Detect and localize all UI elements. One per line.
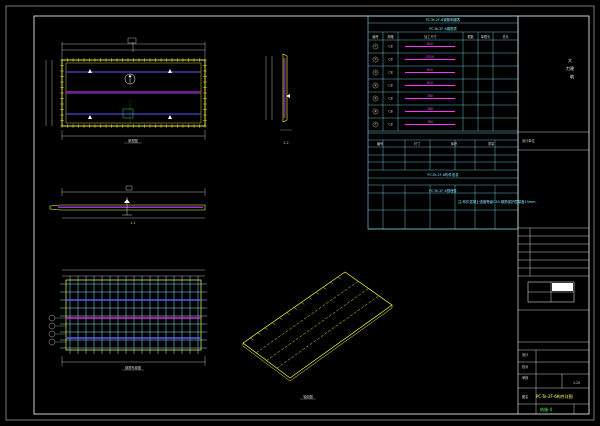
rebar-table-header: 总长 xyxy=(502,34,509,39)
rebar-callout-circle xyxy=(48,322,56,330)
drawing-name: PC-Te-2F-6构件详图 xyxy=(536,393,573,399)
rebar-table-header: 编号 xyxy=(372,34,378,39)
rebar-spec: C8 xyxy=(388,71,392,75)
section-2-2-title: 2-2 xyxy=(283,141,288,145)
svg-text:大: 大 xyxy=(568,57,572,63)
svg-text:校对: 校对 xyxy=(522,364,529,369)
isometric-view: 轴测图 xyxy=(242,271,393,400)
rebar-id: ③ xyxy=(374,71,377,75)
rebar-spec: C8 xyxy=(388,97,392,101)
svg-text:设计: 设计 xyxy=(522,352,529,357)
sheet-inner-border xyxy=(33,15,590,415)
concrete-table-header: 尺寸 xyxy=(414,141,421,146)
rebar-length: 780 xyxy=(427,94,433,98)
rebar-id-circle xyxy=(372,95,379,102)
iso-view-title: 轴测图 xyxy=(303,394,313,399)
rebar-id: ④ xyxy=(374,84,377,88)
title-block: 大 力建 筑 设计单位 设计 校对 审核 图名 1:20 PC-Te-2F-6构… xyxy=(517,16,589,414)
rebar-length: 810 xyxy=(427,68,433,72)
rebar-spec: C8 xyxy=(388,123,392,127)
section-1-1-view: 1-1 xyxy=(49,185,206,225)
rebar-id: ② xyxy=(374,58,377,62)
rebar-id-circle xyxy=(372,82,379,89)
plan-view-title: 俯视图 xyxy=(128,138,138,143)
rebar-table-header: 规格 xyxy=(387,34,394,39)
svg-text:审核: 审核 xyxy=(522,375,529,380)
lifting-point-marker xyxy=(168,115,172,119)
rebar-spec: C8 xyxy=(388,58,392,62)
rebar-plan-title: 钢筋布置图 xyxy=(125,365,141,370)
rebar-length: 810 xyxy=(427,42,433,46)
rebar-spec: C8 xyxy=(388,84,392,88)
notes-text: 注:构件混凝土强度等级C30,钢筋保护层厚度15mm, xyxy=(458,199,537,204)
rebar-callout-circle xyxy=(48,314,56,322)
lifting-point-marker xyxy=(88,69,92,73)
plan-view: 俯视图 xyxy=(45,37,207,144)
lifting-point-marker xyxy=(88,115,92,119)
rebar-id-circle xyxy=(372,56,379,63)
concrete-table-header: 编号 xyxy=(377,141,383,146)
svg-text:筑: 筑 xyxy=(570,73,574,79)
rebar-length: 780 xyxy=(427,107,433,111)
direction-arrow-icon xyxy=(124,73,136,85)
rebar-table-subtitle: PC-Te-2F-6钢筋表 xyxy=(429,26,457,31)
iso-rebar-line xyxy=(256,281,359,354)
rebar-id: ⑦ xyxy=(374,123,377,127)
slab-outline xyxy=(61,59,206,127)
svg-text:PC-Te-2F-6构件信息: PC-Te-2F-6构件信息 xyxy=(427,172,459,177)
rebar-table-header: 单根长 xyxy=(481,34,491,39)
rebar-table-header: 加工尺寸 xyxy=(424,34,438,39)
rebar-id: ⑥ xyxy=(374,110,377,114)
rebar-id-circle xyxy=(372,108,379,115)
rebar-length: 780 xyxy=(427,120,433,124)
svg-text:1:20: 1:20 xyxy=(573,381,580,385)
rebar-length: 2510 xyxy=(426,55,434,59)
svg-text:PC-Te-2F-6预埋件: PC-Te-2F-6预埋件 xyxy=(429,188,457,193)
rebar-spec: C8 xyxy=(388,45,392,49)
rebar-id-circle xyxy=(372,121,379,128)
rebar-id-circle xyxy=(372,43,379,50)
rebar-id: ① xyxy=(374,45,377,49)
lifting-point-marker xyxy=(168,69,172,73)
rebar-id: ⑤ xyxy=(374,97,377,101)
concrete-table-header: 体积 xyxy=(451,141,458,146)
rebar-callout-circle xyxy=(48,330,56,338)
svg-text:设计单位: 设计单位 xyxy=(522,138,536,143)
svg-text:图名: 图名 xyxy=(522,394,528,399)
rebar-layout-plan: 钢筋布置图 xyxy=(48,269,207,371)
rebar-length: 810 xyxy=(427,81,433,85)
svg-text:A: A xyxy=(288,94,291,98)
iso-rebar-line xyxy=(276,295,379,369)
sheet-number: 结施-4 xyxy=(540,406,552,412)
svg-text:PC-Te-2F-6钢筋明细表: PC-Te-2F-6钢筋明细表 xyxy=(426,17,461,22)
rebar-table-header: 根数 xyxy=(467,34,474,39)
rebar-spec: C8 xyxy=(388,110,392,114)
sheet-outer-border xyxy=(5,5,595,421)
svg-text:力建: 力建 xyxy=(566,65,574,71)
concrete-table-header: 重量 xyxy=(488,141,495,146)
section-1-1-title: 1-1 xyxy=(130,221,135,225)
rebar-callout-circle xyxy=(48,338,56,346)
rebar-id-circle xyxy=(372,69,379,76)
section-2-2-view: A 2-2 xyxy=(265,53,292,145)
iso-rebar-line xyxy=(266,288,369,361)
